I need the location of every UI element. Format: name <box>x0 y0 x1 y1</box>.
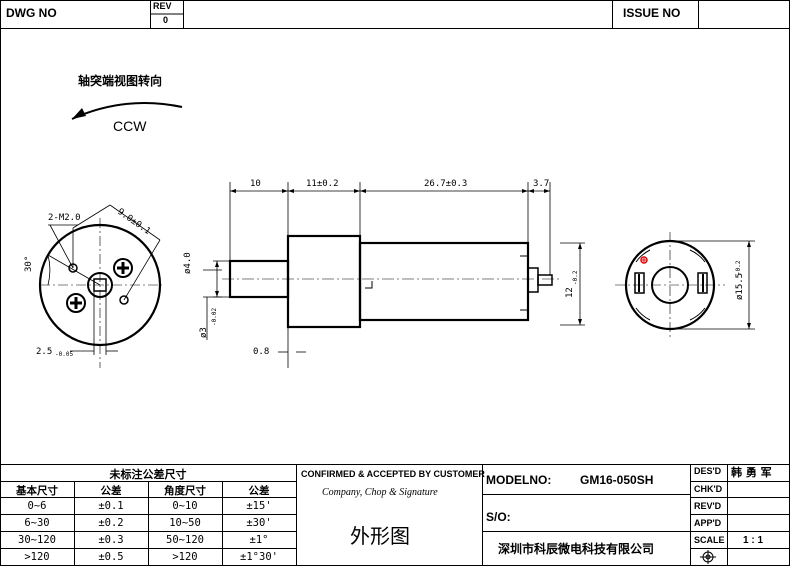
so-label: S/O: <box>486 510 511 524</box>
tolerance-header: 基本尺寸 <box>16 485 58 497</box>
model-value: GM16-050SH <box>580 473 654 487</box>
dim-shaft-diameter: ø4.0 <box>183 252 193 274</box>
rev-value: 0 <box>163 15 169 25</box>
dim-shaft-flat-tol: -0.02 <box>211 307 218 326</box>
scale-label: SCALE <box>694 535 725 545</box>
table-cell: 0~6 <box>27 500 47 512</box>
model-label: MODELNO: <box>486 473 552 487</box>
app-label: APP'D <box>694 518 722 528</box>
chk-label: CHK'D <box>694 484 723 494</box>
des-value: 韩 勇 军 <box>731 466 772 479</box>
table-cell: ±30' <box>246 517 272 529</box>
table-cell: 50~120 <box>166 534 204 546</box>
dim-flat-width: 2.5 <box>36 347 53 357</box>
confirm-title: CONFIRMED & ACCEPTED BY CUSTOMER <box>301 469 485 479</box>
tolerance-header: 公差 <box>100 485 122 497</box>
motor-side-view <box>203 182 585 368</box>
dim-gearbox-length: 11±0.2 <box>306 179 339 189</box>
motor-body <box>358 241 530 322</box>
dim-hole-label: 2-M2.0 <box>48 213 81 223</box>
rev-d-label: REV'D <box>694 501 722 511</box>
table-cell: ±1° <box>249 534 269 546</box>
table-cell: ±1°30' <box>240 551 278 563</box>
dim-terminal-width-tol: -0.2 <box>572 270 579 285</box>
dim-body-diameter-tol: -0.2 <box>735 260 742 275</box>
table-cell: 10~50 <box>169 517 201 529</box>
dwg-label: DWG NO <box>6 6 57 20</box>
dim-angle: 30° <box>24 255 34 272</box>
confirm-subtitle: Company, Chop & Signature <box>322 487 438 498</box>
dim-flat-width-tol: -0.05 <box>55 351 74 358</box>
dim-step: 0.8 <box>253 347 270 357</box>
tolerance-header: 公差 <box>248 485 270 497</box>
issue-label: ISSUE NO <box>623 6 681 20</box>
table-cell: ±15' <box>246 500 272 512</box>
scale-value: 1 : 1 <box>743 535 764 546</box>
gearbox <box>286 234 362 329</box>
drawing-name: 外形图 <box>350 524 410 548</box>
title-block-grid <box>0 464 790 566</box>
shaft-end-view <box>38 204 162 368</box>
side-view-arrows <box>215 189 582 325</box>
dim-terminal-width: 12 <box>565 287 575 298</box>
table-cell: ±0.2 <box>98 517 124 529</box>
des-label: DES'D <box>694 466 722 476</box>
rev-label: REV <box>153 1 172 11</box>
table-cell: 6~30 <box>24 517 50 529</box>
polarity-mark-icon <box>640 256 648 264</box>
dim-body-diameter: ø15.5 <box>735 272 745 300</box>
table-cell: >120 <box>24 551 50 563</box>
company-name: 深圳市科辰微电科技有限公司 <box>498 542 655 556</box>
tolerance-table-title: 未标注公差尺寸 <box>109 468 187 481</box>
tolerance-header: 角度尺寸 <box>164 485 206 497</box>
table-cell: ±0.1 <box>98 500 124 512</box>
rotation-arrow <box>71 102 183 120</box>
table-cell: 30~120 <box>18 534 56 546</box>
dim-body-length: 26.7±0.3 <box>424 179 468 189</box>
table-cell: ±0.3 <box>98 534 124 546</box>
table-cell: >120 <box>172 551 198 563</box>
rotation-label: 轴突端视图转向 <box>78 74 163 88</box>
rotation-direction: CCW <box>113 118 147 134</box>
dim-shaft-flat: ø3 <box>199 327 209 338</box>
table-cell: 0~10 <box>172 500 198 512</box>
dim-terminal-length: 3.7 <box>533 179 550 189</box>
dim-shaft-length: 10 <box>250 179 261 189</box>
table-cell: ±0.5 <box>98 551 124 563</box>
terminal-end-view <box>615 232 755 338</box>
